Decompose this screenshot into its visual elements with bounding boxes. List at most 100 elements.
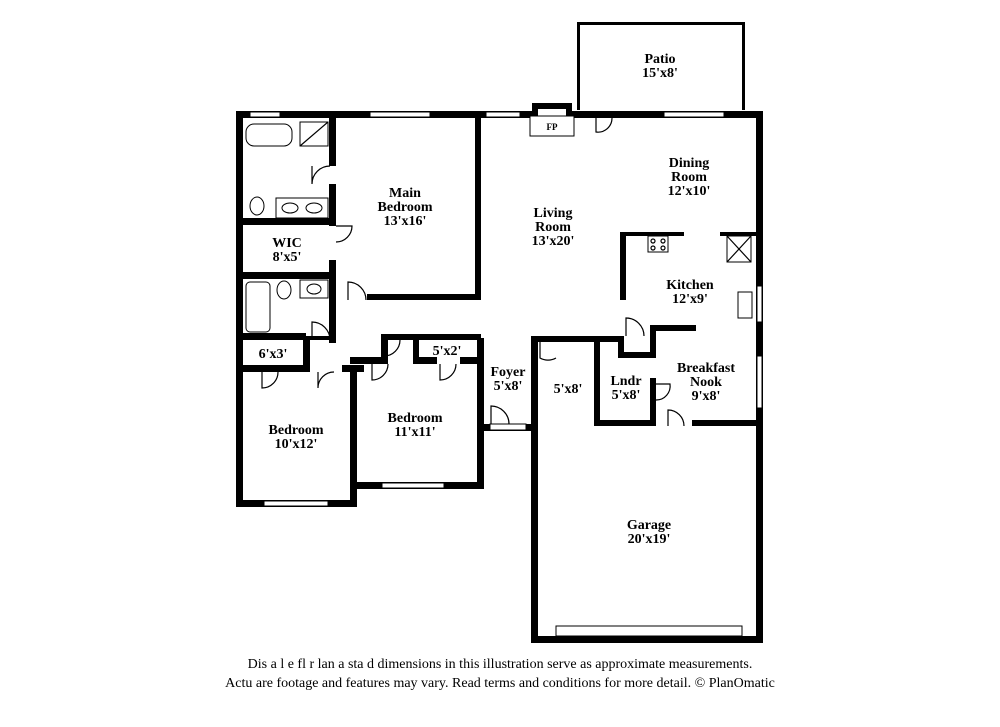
door-swing	[371, 363, 389, 381]
garage-name: Garage	[627, 518, 671, 533]
door-swing	[439, 363, 457, 381]
front-door-frame	[489, 423, 527, 431]
breakfast-name-1: Breakfast	[677, 361, 735, 376]
kitchen-counter-top	[620, 232, 684, 236]
wall-lndr-right	[650, 378, 656, 426]
wall-garage-left	[531, 336, 538, 641]
kitchen-sink-icon	[737, 291, 753, 319]
door-swing	[311, 165, 331, 185]
wall-main-living	[475, 111, 481, 300]
sink-icon	[306, 283, 322, 295]
wall-lndr-bottom	[594, 420, 656, 426]
wall-garage-bottom	[531, 636, 763, 643]
wall-bedroom2-bedroom3	[350, 365, 357, 505]
sink-icon	[281, 202, 299, 214]
patio-dims: 15'x8'	[642, 66, 678, 81]
closet-6x3-dims: 6'x3'	[259, 347, 288, 362]
room-labels: Patio 15'x8' Dining Room 12'x10' Main Be…	[259, 52, 736, 547]
closet-5x8-dims: 5'x8'	[554, 382, 583, 397]
garage-dims: 20'x19'	[628, 532, 671, 547]
patio-wall-right	[742, 22, 745, 110]
patio-wall-top	[577, 22, 745, 25]
kitchen-name: Kitchen	[666, 278, 714, 293]
patio-door-swing	[595, 117, 613, 133]
window	[381, 482, 445, 489]
dining-name-2: Room	[671, 170, 707, 185]
wall-nook-bottom	[692, 420, 758, 426]
wall-kitchen-bottom	[650, 325, 696, 331]
wall-closet5x2-bottom-b	[413, 357, 437, 364]
wall-left-lower	[236, 365, 243, 507]
bedroom2-name: Bedroom	[269, 423, 324, 438]
window	[263, 500, 329, 507]
fireplace-left	[532, 103, 538, 118]
doors	[261, 117, 685, 427]
window	[249, 111, 281, 118]
breakfast-name-2: Nook	[690, 375, 722, 390]
disclaimer-line-2: Actu are footage and features may vary. …	[225, 676, 775, 691]
main-bedroom-name-2: Bedroom	[378, 200, 433, 215]
wic-dims: 8'x5'	[273, 250, 302, 265]
window	[369, 111, 431, 118]
wall-lndr-top-b	[618, 352, 656, 358]
door-swing	[261, 371, 279, 389]
closet-5x2-dims: 5'x2'	[433, 344, 462, 359]
wall-lndr-top	[594, 336, 620, 342]
fp-label: FP	[547, 122, 558, 132]
bedroom2-dims: 10'x12'	[275, 437, 318, 452]
front-door-swing	[490, 405, 510, 425]
door-swing	[625, 317, 645, 337]
burner-icon	[660, 245, 666, 251]
interior-walls	[236, 111, 758, 505]
wall-bath-main-mid	[329, 184, 336, 226]
breakfast-dims: 9'x8'	[692, 389, 721, 404]
bathtub-icon	[245, 281, 271, 333]
patio-name: Patio	[644, 52, 675, 67]
bathtub-icon	[245, 123, 293, 147]
wall-lndr-top-post	[618, 336, 624, 356]
main-bedroom-name-1: Main	[389, 186, 421, 201]
wall-closet-bedroom2	[236, 365, 306, 372]
door-swing	[383, 339, 401, 357]
burner-icon	[660, 238, 666, 244]
door-swing	[347, 281, 367, 301]
window	[756, 355, 763, 409]
fireplace-hearth	[529, 115, 575, 137]
living-name-1: Living	[534, 206, 573, 221]
wall-closet5x2-bottom	[460, 357, 484, 364]
kitchen-fixtures	[647, 235, 753, 319]
windows	[249, 111, 763, 637]
wall-bath-main-upper	[329, 111, 336, 166]
wall-left-upper	[236, 111, 243, 365]
laundry-name: Lndr	[610, 374, 641, 389]
garage-door	[555, 625, 743, 637]
laundry-dims: 5'x8'	[612, 388, 641, 403]
fireplace: FP	[529, 103, 575, 137]
wall-main-bottom	[367, 294, 481, 300]
wic-name: WIC	[272, 236, 302, 251]
bedroom3-dims: 11'x11'	[394, 425, 435, 440]
door-swing	[317, 371, 335, 389]
sink-icon	[305, 202, 323, 214]
wall-closet5x2-left	[413, 334, 419, 364]
burner-icon	[650, 245, 656, 251]
wall-wic-bath2	[236, 272, 336, 279]
door-swing	[655, 383, 671, 401]
wall-bath2-closet-b	[306, 336, 336, 340]
foyer-name: Foyer	[491, 365, 526, 380]
bedroom3-name: Bedroom	[388, 411, 443, 426]
fireplace-top	[532, 103, 572, 109]
wall-hall-bedroom3	[350, 357, 388, 364]
burner-icon	[650, 238, 656, 244]
kitchen-counter-right	[720, 232, 758, 236]
patio-outline	[577, 22, 745, 110]
dining-name-1: Dining	[669, 156, 709, 171]
wall-bath2-closet	[236, 333, 306, 340]
main-bedroom-dims: 13'x16'	[384, 214, 427, 229]
foyer-dims: 5'x8'	[494, 379, 523, 394]
window	[663, 111, 725, 118]
wall-closet5x8-top-b	[560, 336, 600, 342]
wall-closet5x8-top	[538, 336, 564, 342]
living-dims: 13'x20'	[532, 234, 575, 249]
